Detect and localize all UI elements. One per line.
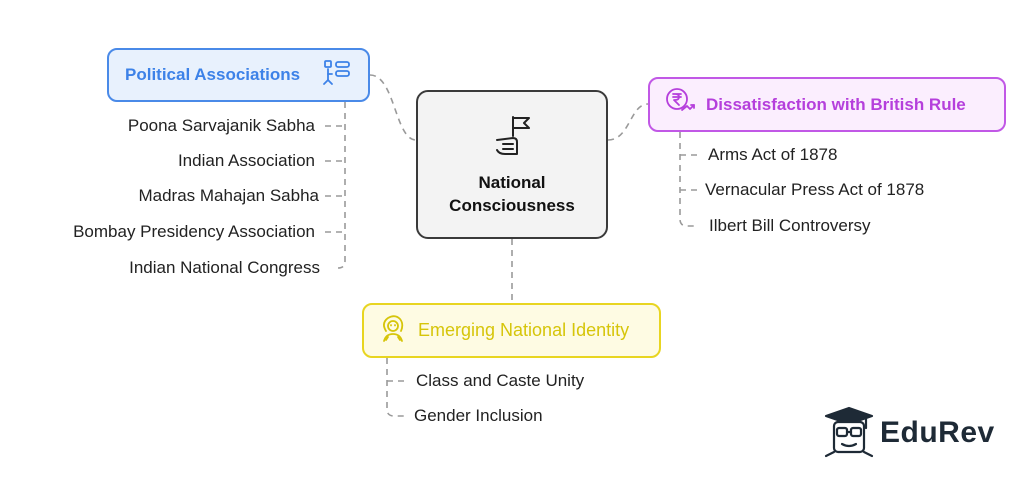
woman-profile-icon: [378, 313, 408, 348]
brand-name: EduRev: [880, 416, 995, 449]
connector-dissatisfaction-list: [679, 132, 697, 227]
political-item-2: Indian Association: [177, 151, 315, 170]
connector-political-list: [337, 102, 346, 269]
connector-political: [369, 74, 417, 141]
connector-dissatisfaction: [607, 103, 649, 141]
center-node: National Consciousness: [416, 90, 608, 239]
dissatisfaction-item-1: Arms Act of 1878: [708, 145, 838, 164]
political-item-3: Madras Mahajan Sabha: [138, 186, 319, 205]
political-associations-title: Political Associations: [125, 65, 301, 84]
identity-item-1: Class and Caste Unity: [416, 371, 585, 390]
emerging-identity-node: Emerging National Identity: [362, 303, 661, 358]
political-associations-node: Political Associations: [107, 48, 370, 102]
political-item-5: Indian National Congress: [129, 258, 320, 277]
rupee-down-icon: [664, 86, 696, 123]
edurev-logo: EduRev: [822, 405, 995, 461]
organization-chart-icon: [322, 58, 352, 93]
graduate-mascot-icon: [822, 404, 876, 463]
connector-identity-list: [386, 358, 405, 417]
dissatisfaction-node: Dissatisfaction with British Rule: [648, 77, 1006, 132]
dissatisfaction-item-2: Vernacular Press Act of 1878: [705, 180, 925, 199]
identity-item-2: Gender Inclusion: [414, 406, 543, 425]
emerging-identity-title: Emerging National Identity: [418, 320, 630, 340]
political-item-4: Bombay Presidency Association: [73, 222, 315, 241]
hand-flag-icon: [489, 112, 535, 163]
center-title: National Consciousness: [449, 173, 575, 215]
dissatisfaction-title: Dissatisfaction with British Rule: [706, 94, 966, 114]
dissatisfaction-item-3: Ilbert Bill Controversy: [709, 216, 871, 235]
political-item-1: Poona Sarvajanik Sabha: [127, 116, 315, 135]
